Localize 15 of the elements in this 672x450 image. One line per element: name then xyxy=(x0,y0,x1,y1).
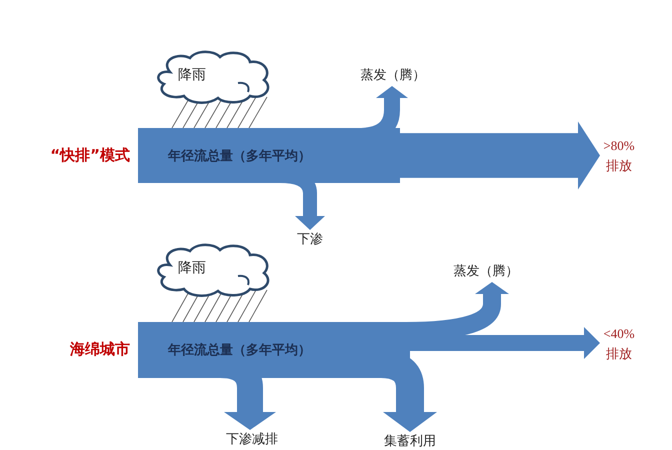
band-label: 年径流总量（多年平均） xyxy=(168,148,311,164)
flow-arrow xyxy=(408,327,600,359)
outflow-label: <40% 排放 xyxy=(600,324,638,368)
band-label: 年径流总量（多年平均） xyxy=(168,342,311,359)
cloud-label: 降雨 xyxy=(178,66,206,84)
outflow-label: >80% 排放 xyxy=(600,136,638,180)
mode-label: 海绵城市 xyxy=(70,340,130,359)
cloud-label: 降雨 xyxy=(178,260,206,277)
mode-label: “快排”模式 xyxy=(50,146,130,164)
flow-label: 下渗 xyxy=(288,230,332,248)
flow-label: 蒸发（腾） xyxy=(440,262,532,282)
flow-label: 下渗减排 xyxy=(210,430,294,448)
flow-label: 集蓄利用 xyxy=(370,432,450,450)
flow-label: 蒸发（腾） xyxy=(348,66,438,86)
flow-arrow xyxy=(398,122,600,190)
